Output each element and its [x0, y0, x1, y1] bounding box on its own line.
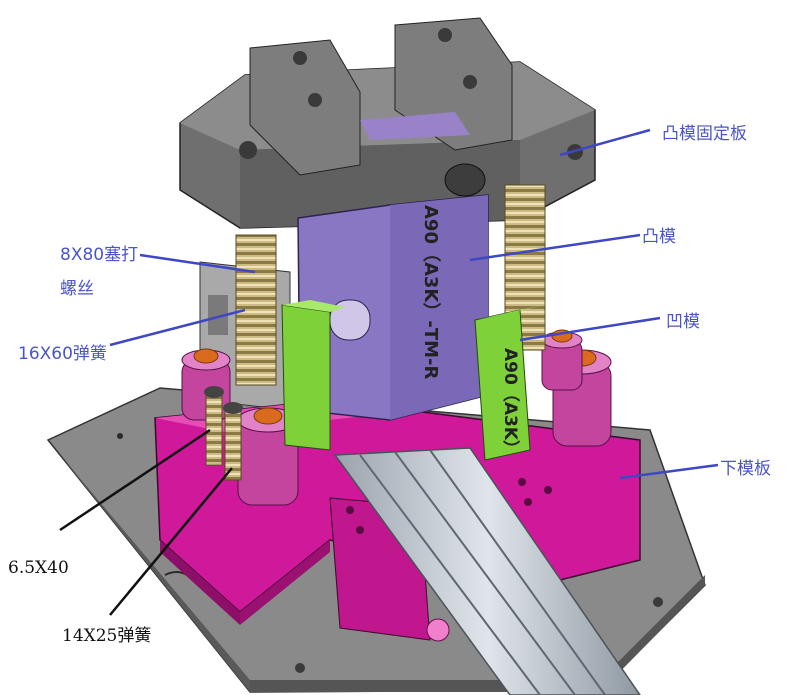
leader-lines [59, 128, 719, 616]
label-stripper-bolt-line1: 8X80塞打 [60, 245, 139, 265]
punch: A90（A3K）-TM-R [297, 194, 489, 421]
label-punch-plate: 凸模固定板 [662, 124, 747, 144]
label-spring-16x60: 16X60弹簧 [18, 344, 107, 364]
punch-engraving: A90（A3K）-TM-R [420, 205, 441, 380]
label-stripper-bolt-line2: 螺丝 [60, 279, 94, 299]
die-engraving: A90（A3K） [500, 348, 521, 457]
die-insert-right: A90（A3K） [474, 305, 545, 461]
profile-strip [333, 447, 641, 695]
small-screw-springs [204, 386, 243, 481]
label-spring-14x25: 14X25弹簧 [62, 626, 152, 646]
label-die: 凹模 [666, 312, 700, 332]
label-punch: 凸模 [642, 227, 676, 247]
upper-clamp-blocks [249, 17, 513, 176]
guide-bushing-right-rear [541, 329, 583, 391]
die-insert-left [281, 300, 345, 451]
label-lower-die-plate: 下模板 [720, 459, 771, 479]
label-screw-6-5x40: 6.5X40 [8, 558, 69, 578]
